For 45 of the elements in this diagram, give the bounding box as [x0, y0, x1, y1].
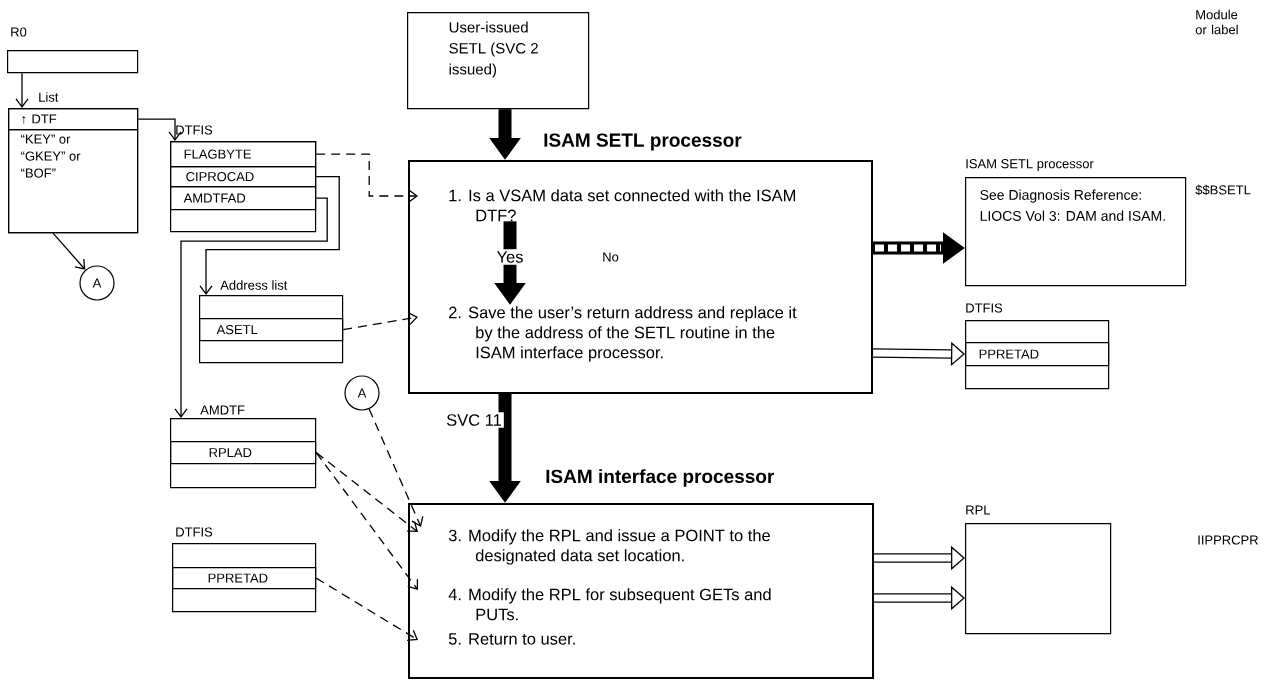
node-label: List: [39, 92, 59, 102]
column-heading: Module or label: [1195, 9, 1238, 35]
dashed-arrow: [368, 408, 424, 527]
node-label: RPL: [966, 505, 991, 515]
event-box: User-issued SETL (SVC 2 issued): [407, 12, 590, 110]
node-label: ISAM SETL processor: [966, 159, 1094, 171]
field-cell: ↑ DTF: [8, 108, 139, 131]
field-cell: RPLAD: [170, 441, 317, 465]
field-cell: FLAGBYTE: [170, 141, 317, 168]
arrow: [137, 118, 182, 141]
module-label: IIPPRCPR: [1198, 535, 1258, 545]
reference-box: ISAM SETL processor See Diagnosis Reference: LIOCS Vol 3: DAM and ISAM.: [965, 159, 1187, 287]
node-label: Address list: [220, 280, 288, 290]
arrow: [52, 232, 86, 270]
dashed-arrow: [315, 451, 419, 590]
step-text: 2. Save the user’s return address and replace it by the address of the SETL routine in the ISAM interface processor.: [449, 306, 797, 362]
step-text: 4. Modify the RPL for subsequent GETs and PUTs.: [448, 588, 771, 621]
dashed-arrow: [315, 451, 418, 532]
step-text: 5. Return to user.: [448, 633, 575, 645]
node-label: DTFIS: [176, 527, 213, 537]
node-label: ISAM interface processor: [546, 469, 775, 487]
node-label: AMDTF: [200, 405, 245, 415]
edge-label: Yes: [494, 249, 526, 265]
field-cell: AMDTFAD: [170, 186, 317, 211]
branch-label: No: [603, 252, 619, 262]
step-text: 3. Modify the RPL and issue a POINT to the designated data set location.: [448, 529, 770, 565]
edge-label: SVC 11: [444, 412, 504, 428]
node-label: ISAM SETL processor: [544, 133, 742, 151]
dashed-arrow: [342, 311, 418, 331]
storage-box: RPL: [965, 505, 1112, 635]
field-cell: ASETL: [199, 318, 344, 342]
field-cell: PPRETAD: [172, 567, 317, 590]
field-cell: “KEY” or “GKEY” or “BOF”: [8, 129, 139, 234]
step-text: 1. Is a VSAM data set connected with the ISAM DTF?: [449, 189, 796, 222]
dashed-arrow: [315, 577, 418, 642]
node-label: DTFIS: [966, 303, 1003, 313]
arrow: [174, 197, 328, 418]
node-label: R0: [11, 27, 27, 37]
field-cell: PPRETAD: [965, 342, 1110, 367]
field-cell: CIPROCAD: [170, 166, 317, 188]
node-label: DTFIS: [176, 125, 213, 135]
register-box: R0: [7, 27, 139, 74]
arrow: [199, 175, 340, 295]
dashed-arrow: [315, 153, 418, 203]
arrow: [15, 72, 29, 108]
